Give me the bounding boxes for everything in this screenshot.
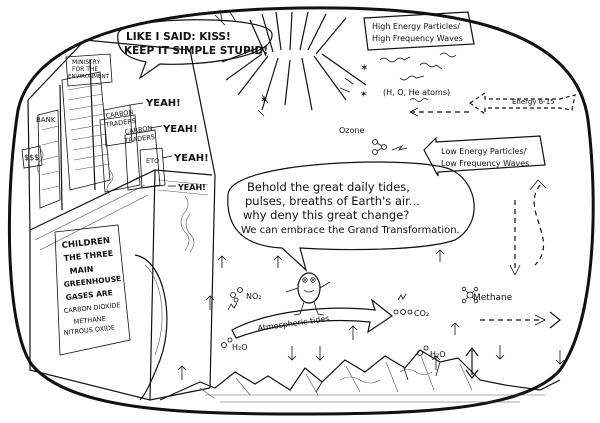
children-line-2: THE THREE [63,249,113,263]
atmospheric-tides-arrow: Atmospheric tides [231,298,394,339]
ministry-line-3: ENVIRONMENT [68,74,110,80]
ozone-label: Ozone [339,126,364,135]
tides-line-1: Behold the great daily tides, [247,180,410,194]
carbon-traders-1-line-1: CARBON [105,108,134,120]
eto-sign: ETO [146,157,159,165]
yeah-2: YEAH! [162,124,198,135]
kiss-line-2: KEEP IT SIMPLE STUPID! [124,45,268,57]
children-line-6: CARBON DIOXIDE [63,301,121,315]
ministry-line-1: MINISTRY [72,59,100,66]
yeah-4: YEAH! [177,183,206,192]
svg-text:✶: ✶ [360,63,368,74]
ministry-sign: MINISTRY FOR THE ENVIRONMENT [65,53,113,87]
kiss-line-1: LIKE I SAID: KISS! [126,31,231,43]
sun-rays [214,9,367,111]
h2o-left-molecule: H₂O [221,337,248,352]
children-line-3: MAIN [69,265,94,276]
money-text: $$$ [24,153,39,162]
children-board: CHILDREN THE THREE MAIN GREENHOUSE GASES… [54,224,131,356]
particle-arrows-top: ✶ ✶ ✶ [257,52,457,117]
svg-text:✶: ✶ [360,90,368,100]
yeah-3: YEAH! [173,153,209,164]
vertical-arrows-right [465,179,561,379]
methane-label: Methane [473,293,513,303]
tides-line-2: pulses, breaths of Earth's air... [245,194,420,208]
energy-arrows: Energy 6-15 [409,91,576,117]
h2o-right-label: H₂O [430,350,446,359]
carbon-traders-sign-2: CARBON TRADERS [123,124,155,145]
low-energy-line-1: Low Energy Particles/ [441,147,527,156]
ozone-molecule: Ozone [339,126,408,155]
children-line-4: GREENHOUSE [63,274,121,289]
tides-speech-bubble: Behold the great daily tides, pulses, br… [227,161,475,272]
energy-label: Energy 6-15 [512,98,555,106]
tides-line-3: why deny this great change? [243,208,409,222]
co2-label: CO₂ [414,309,429,318]
children-line-8: NITROUS OXIDE [63,324,115,337]
children-line-5: GASES ARE [65,288,113,302]
high-energy-line-1: High Energy Particles/ [372,22,460,31]
yeah-1: YEAH! [145,98,181,109]
low-energy-sign: Low Energy Particles/ Low Frequency Wave… [423,135,546,177]
earth-character [285,272,331,316]
svg-text:✶: ✶ [260,95,268,106]
mountain-range [159,349,561,403]
no2-label: NO₂ [246,292,262,301]
small-arrows [177,249,565,380]
no2-molecule: NO₂ [227,287,262,311]
yeah-shouts: YEAH! YEAH! YEAH! YEAH! [129,98,209,192]
carbon-traders-2-line-1: CARBON [124,124,153,136]
children-line-1: CHILDREN [61,236,110,251]
high-energy-sign: High Energy Particles/ High Frequency Wa… [363,11,475,51]
tides-line-4: We can embrace the Grand Transformation. [241,225,460,236]
children-line-7: METHANE [73,315,106,326]
high-energy-line-2: High Frequency Waves [372,34,463,43]
money-sign: $$$ [21,145,43,169]
co2-molecule: CO₂ [393,293,429,318]
low-energy-line-2: Low Frequency Waves [441,159,529,168]
bank-sign: BANK [36,116,56,124]
kiss-speech-bubble: LIKE I SAID: KISS! KEEP IT SIMPLE STUPID… [117,19,273,80]
ministry-line-2: FOR THE [72,66,98,73]
cartoon-frame [7,6,595,416]
methane-molecule: Methane [461,286,513,304]
atoms-label: (H, O, He atoms) [383,88,450,97]
h2o-left-label: H₂O [232,343,248,352]
greenhouse-case [27,39,216,401]
